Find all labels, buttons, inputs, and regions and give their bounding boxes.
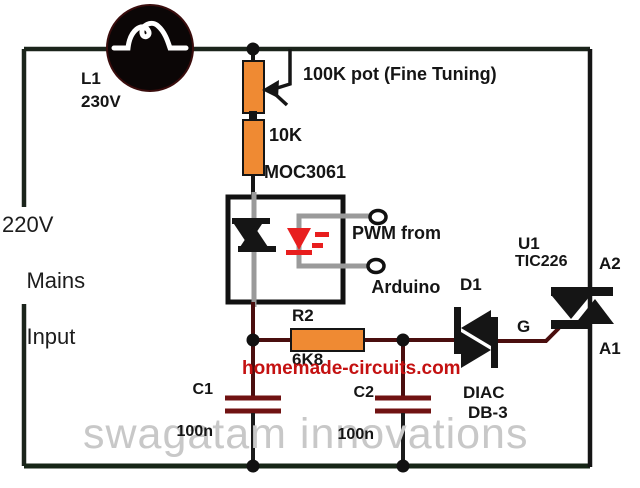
pot-symbol (242, 49, 292, 121)
cap-c2-symbol (375, 340, 431, 466)
c1-label: C1 100n (151, 379, 213, 442)
cap-c1-symbol (225, 340, 281, 466)
triac-a1-label: A1 (599, 339, 621, 358)
pot-label: 100K pot (Fine Tuning) (303, 64, 497, 84)
c2-label: C2 100n (312, 382, 374, 445)
lamp-ref-label: L1 (81, 69, 101, 88)
triac-symbol (551, 287, 614, 329)
diac-part-label: DB-3 (468, 403, 508, 422)
c1-ref: C1 (192, 381, 213, 398)
junction-dots (246, 42, 410, 473)
lamp-filament-icon (111, 20, 189, 51)
triac-a2-label: A2 (599, 254, 621, 273)
pot-wiper-arrow-icon (262, 49, 292, 107)
diac-symbol (454, 307, 498, 368)
pwm-line2: Arduino (371, 277, 441, 297)
d1-ref-label: D1 (460, 275, 482, 294)
lamp-voltage-label: 230V (81, 92, 121, 111)
u1-ref-label: U1 (518, 234, 540, 253)
r2-ref-label: R2 (292, 306, 314, 325)
pwm-input-label: PWM from Arduino (352, 220, 441, 301)
wire-outer-loop (21, 46, 593, 469)
c2-ref: C2 (353, 384, 374, 401)
resistor-10k-symbol (242, 119, 265, 198)
c1-value: 100n (176, 423, 213, 440)
resistor-r2-symbol (290, 328, 365, 352)
diac-type-label: DIAC (463, 383, 505, 402)
pwm-terminal-top (368, 208, 388, 226)
mains-line2: Mains (26, 268, 86, 293)
moc3061-box (225, 194, 346, 305)
pwm-terminal-bottom (366, 257, 386, 275)
mains-input-label: 220V Mains Input (2, 211, 85, 351)
mains-line1: 220V (2, 212, 54, 237)
r2-value-label: 6K8 (292, 350, 324, 369)
lamp-symbol (106, 4, 194, 92)
brand-watermark: swagatam innovations (83, 410, 529, 458)
u1-part-label: TIC226 (515, 253, 568, 270)
optocoupler-label: MOC3061 (264, 162, 347, 182)
resistor-10k-label: 10K (269, 125, 303, 145)
site-watermark: homemade-circuits.com (242, 358, 461, 379)
triac-gate-label: G (517, 317, 531, 336)
mains-line3: Input (26, 324, 76, 349)
c2-value: 100n (337, 426, 374, 443)
opto-led-icon (286, 228, 329, 255)
pwm-line1: PWM from (352, 223, 441, 243)
opto-triac-icon (232, 218, 276, 252)
